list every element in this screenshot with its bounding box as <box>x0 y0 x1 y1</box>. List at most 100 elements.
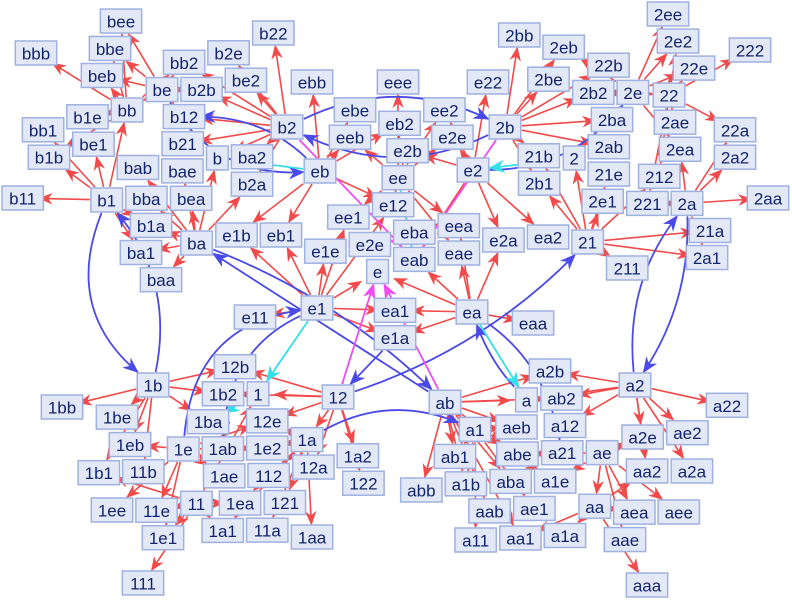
node-2a1[interactable]: 2a1 <box>685 244 729 271</box>
node-b[interactable]: b <box>205 145 230 171</box>
node-aab[interactable]: aab <box>468 498 512 524</box>
node-eeb[interactable]: eeb <box>328 124 372 150</box>
node-eae[interactable]: eae <box>437 240 481 266</box>
node-a21[interactable]: a21 <box>540 439 584 466</box>
node-abe[interactable]: abe <box>496 441 539 467</box>
node-12a[interactable]: 12a <box>291 454 335 480</box>
node-bab[interactable]: bab <box>116 154 160 181</box>
node-12[interactable]: 12 <box>321 384 355 410</box>
node-ae1[interactable]: ae1 <box>512 495 556 522</box>
node-2bb[interactable]: 2bb <box>497 22 541 48</box>
node-ba2[interactable]: ba2 <box>230 144 274 170</box>
node-b1a[interactable]: b1a <box>129 212 173 239</box>
node-e2e[interactable]: e2e <box>430 124 474 150</box>
node-12e[interactable]: 12e <box>245 408 289 434</box>
node-22b[interactable]: 22b <box>587 52 630 78</box>
node-b12[interactable]: b12 <box>162 103 206 130</box>
node-21e[interactable]: 21e <box>587 161 631 187</box>
node-21a[interactable]: 21a <box>688 217 732 244</box>
node-1a2[interactable]: 1a2 <box>336 443 380 469</box>
node-b11[interactable]: b11 <box>1 185 45 211</box>
node-e12[interactable]: e12 <box>371 192 415 218</box>
node-2ba[interactable]: 2ba <box>590 106 634 133</box>
node-a2b[interactable]: a2b <box>528 358 572 384</box>
node-b1e[interactable]: b1e <box>66 104 109 130</box>
node-bea[interactable]: bea <box>169 185 213 212</box>
node-11e[interactable]: 11e <box>135 497 178 524</box>
node-1ba[interactable]: 1ba <box>186 408 230 435</box>
node-eea[interactable]: eea <box>437 212 481 239</box>
node-eba[interactable]: eba <box>392 219 436 245</box>
node-22e[interactable]: 22e <box>672 55 716 81</box>
node-212[interactable]: 212 <box>637 163 681 190</box>
node-bbb[interactable]: bbb <box>14 40 58 66</box>
node-2e2[interactable]: 2e2 <box>656 28 700 54</box>
node-ea[interactable]: ea <box>455 299 489 325</box>
node-e2e[interactable]: e2e <box>348 231 392 258</box>
node-2b1[interactable]: 2b1 <box>517 170 561 196</box>
node-1ae[interactable]: 1ae <box>202 463 246 489</box>
node-ab1[interactable]: ab1 <box>433 443 477 470</box>
node-ae[interactable]: ae <box>585 439 619 466</box>
node-aa2[interactable]: aa2 <box>625 458 669 484</box>
node-eee[interactable]: eee <box>376 69 420 95</box>
node-1a1[interactable]: 1a1 <box>201 517 245 544</box>
node-bae[interactable]: bae <box>160 158 204 184</box>
node-b1b[interactable]: b1b <box>27 144 71 170</box>
node-2b[interactable]: 2b <box>488 114 522 140</box>
node-11[interactable]: 11 <box>179 490 213 517</box>
node-1b1[interactable]: 1b1 <box>77 459 121 486</box>
node-1ab[interactable]: 1ab <box>201 435 245 462</box>
node-a[interactable]: a <box>514 387 539 413</box>
node-abb[interactable]: abb <box>399 477 443 503</box>
node-1e[interactable]: 1e <box>166 436 200 462</box>
node-ab[interactable]: ab <box>428 389 462 416</box>
node-be2[interactable]: be2 <box>224 67 268 93</box>
node-baa[interactable]: baa <box>139 266 183 293</box>
node-b2a[interactable]: b2a <box>230 171 274 197</box>
node-e[interactable]: e <box>365 258 390 285</box>
node-e1[interactable]: e1 <box>300 295 334 321</box>
node-2ee[interactable]: 2ee <box>646 1 690 27</box>
node-ee1[interactable]: ee1 <box>326 204 370 230</box>
node-b21[interactable]: b21 <box>161 130 205 157</box>
node-b1[interactable]: b1 <box>90 187 124 213</box>
node-ba[interactable]: ba <box>180 230 214 256</box>
node-111[interactable]: 111 <box>121 570 165 596</box>
node-2[interactable]: 2 <box>562 145 586 171</box>
node-a1a[interactable]: a1a <box>543 522 587 549</box>
node-222[interactable]: 222 <box>728 37 772 63</box>
node-e2[interactable]: e2 <box>456 157 490 183</box>
node-12b[interactable]: 12b <box>213 353 257 380</box>
node-112[interactable]: 112 <box>247 462 291 489</box>
node-ab2[interactable]: ab2 <box>540 385 583 411</box>
node-e2a[interactable]: e2a <box>482 227 525 253</box>
node-2e[interactable]: 2e <box>616 79 650 106</box>
node-eaa[interactable]: eaa <box>511 310 555 336</box>
node-2aa[interactable]: 2aa <box>746 185 790 211</box>
node-22[interactable]: 22 <box>652 82 686 108</box>
node-aa[interactable]: aa <box>578 493 612 520</box>
node-2eb[interactable]: 2eb <box>542 34 586 60</box>
node-2a2[interactable]: 2a2 <box>713 144 757 170</box>
node-bb[interactable]: bb <box>110 97 144 123</box>
node-a1[interactable]: a1 <box>458 416 492 443</box>
node-1ee[interactable]: 1ee <box>90 497 134 523</box>
node-ebe[interactable]: ebe <box>333 97 377 123</box>
node-1e2[interactable]: 1e2 <box>245 435 289 461</box>
node-1b2[interactable]: 1b2 <box>201 381 245 407</box>
node-ae2[interactable]: ae2 <box>665 419 709 446</box>
node-aee[interactable]: aee <box>657 499 701 525</box>
node-aea[interactable]: aea <box>612 499 656 525</box>
node-beb[interactable]: beb <box>80 62 124 89</box>
node-2ab[interactable]: 2ab <box>587 133 631 160</box>
node-b2[interactable]: b2 <box>270 114 304 140</box>
node-2be[interactable]: 2be <box>527 66 570 92</box>
node-221[interactable]: 221 <box>625 190 669 217</box>
node-1eb[interactable]: 1eb <box>108 431 152 458</box>
node-2ae[interactable]: 2ae <box>653 109 697 135</box>
node-bbe[interactable]: bbe <box>88 35 132 62</box>
node-eb2[interactable]: eb2 <box>378 110 422 137</box>
node-aeb[interactable]: aeb <box>495 414 538 440</box>
node-aaa[interactable]: aaa <box>625 572 669 598</box>
